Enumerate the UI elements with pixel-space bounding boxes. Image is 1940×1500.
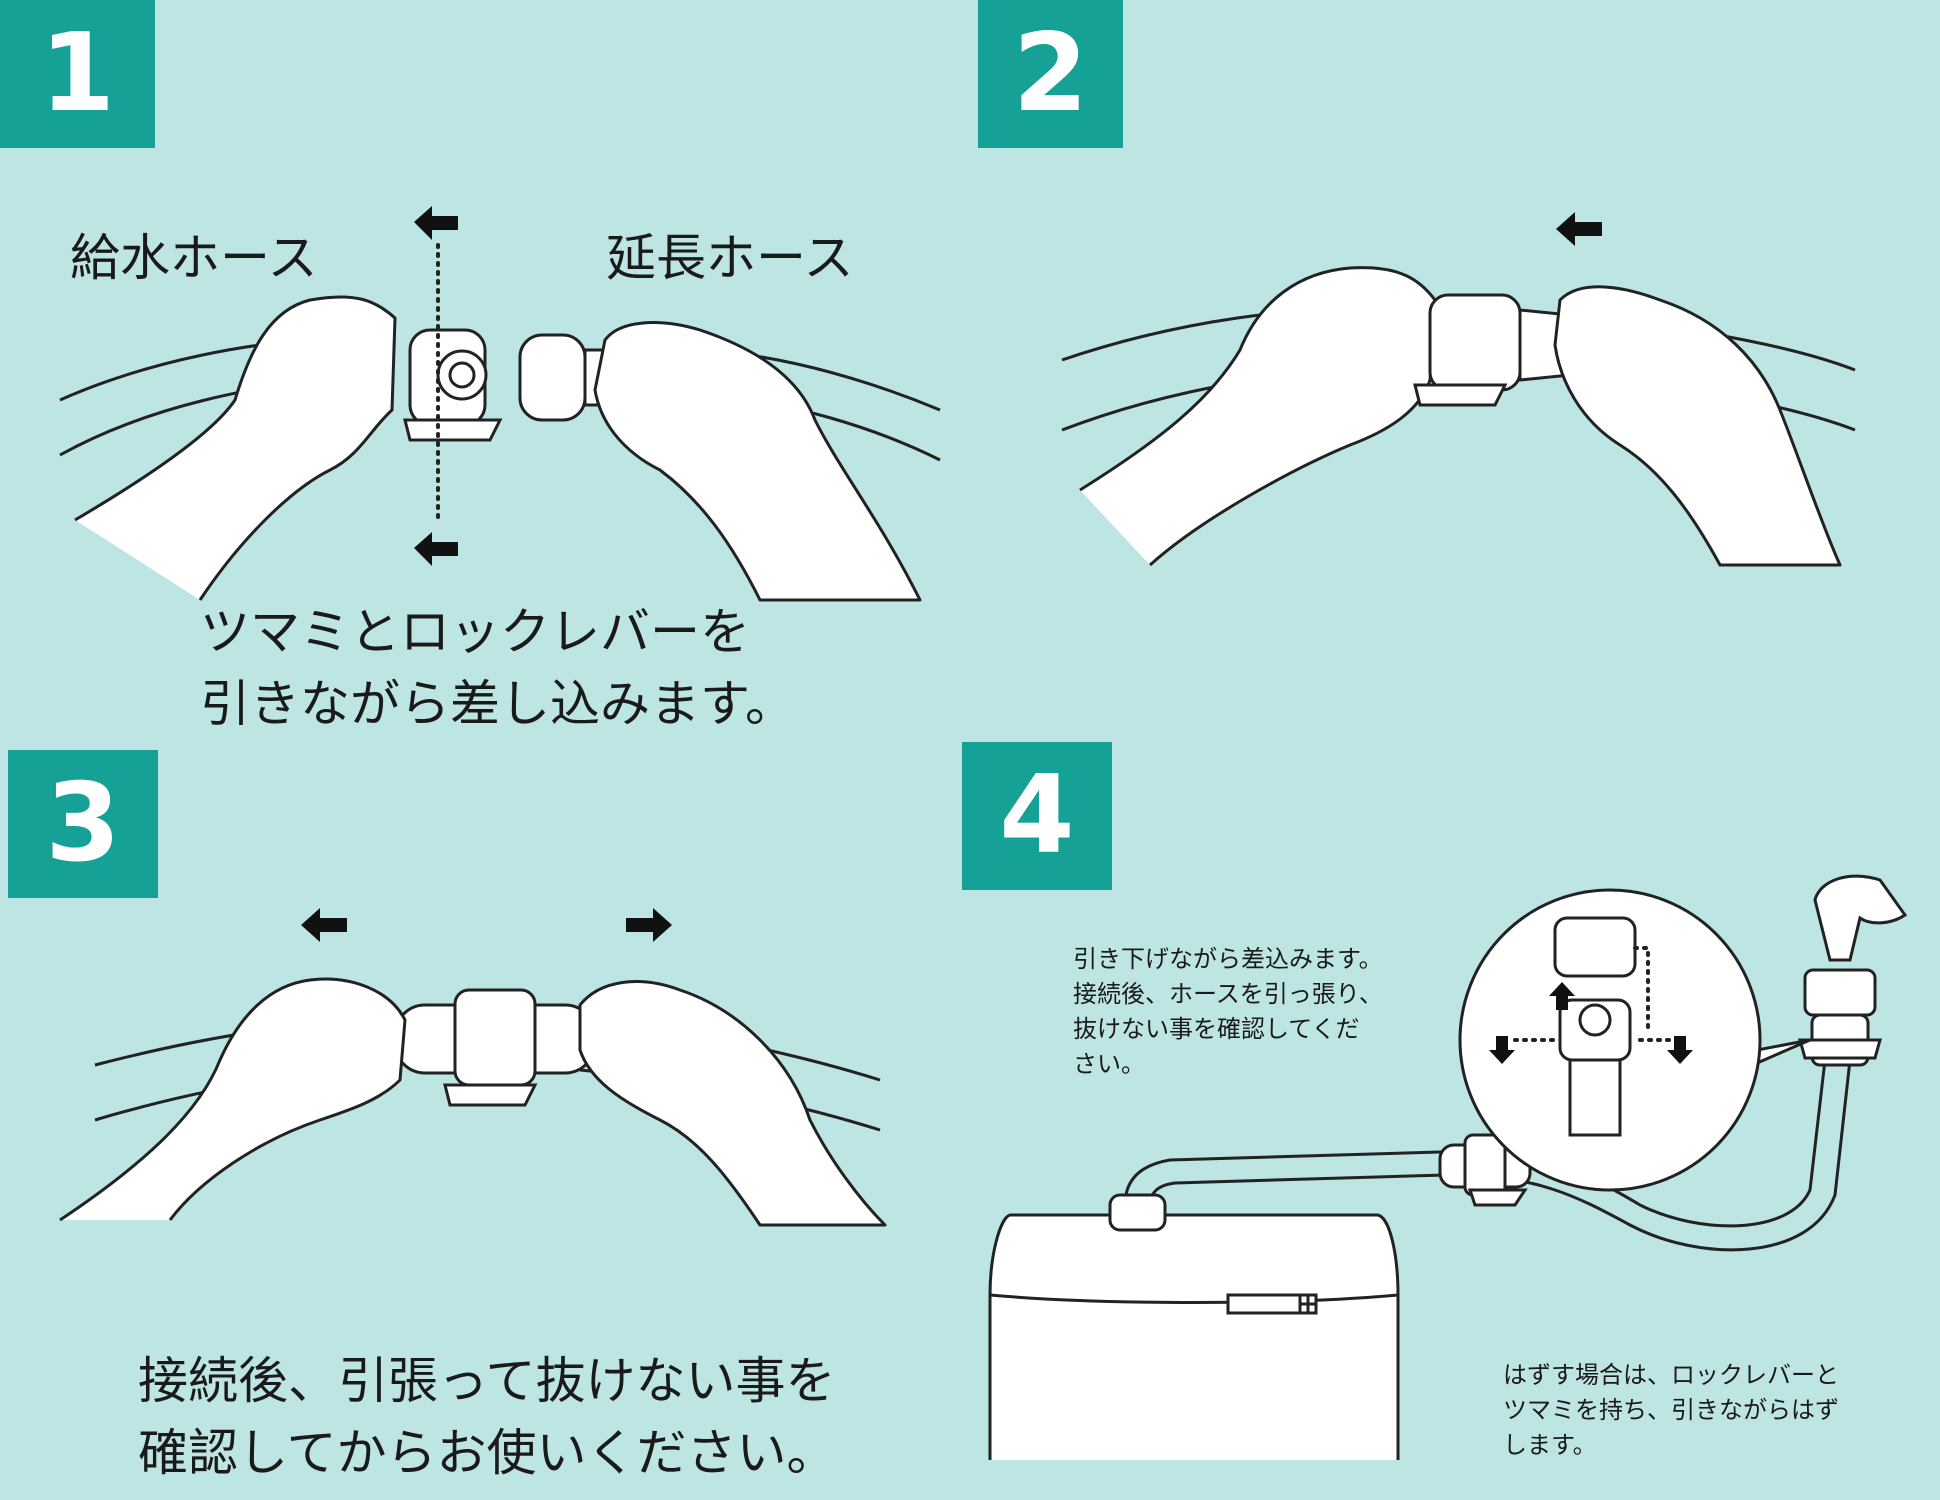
step-3-illustration <box>59 908 887 1227</box>
arrow-up-icon <box>1549 982 1575 1010</box>
arrow-left-icon <box>414 532 458 566</box>
caption-line: 接続後、引張って抜けない事を <box>138 1352 836 1410</box>
step-3-badge: 3 <box>8 750 158 898</box>
note-line: さい。 <box>1073 1050 1145 1078</box>
step-4-note-bottom: はずす場合は、ロックレバーと ツマミを持ち、引きながらはず します。 <box>1503 1358 1839 1463</box>
extension-hose-label: 延長ホース <box>606 229 854 287</box>
step-3-caption: 接続後、引張って抜けない事を 確認してからお使いください。 <box>138 1345 837 1489</box>
note-line: します。 <box>1503 1431 1597 1459</box>
arrow-left-icon <box>414 206 458 240</box>
arrow-right-icon <box>626 908 672 942</box>
caption-line: 引きながら差し込みます。 <box>200 675 795 733</box>
note-line: 引き下げながら差込みます。 <box>1073 945 1383 973</box>
arrow-left-icon <box>301 908 347 942</box>
step-4-note-top: 引き下げながら差込みます。 接続後、ホースを引っ張り、 抜けない事を確認してくだ… <box>1073 942 1383 1082</box>
step-1-illustration <box>59 206 941 602</box>
arrow-left-icon <box>1556 212 1602 246</box>
caption-line: 確認してからお使いください。 <box>138 1424 837 1482</box>
note-line: 抜けない事を確認してくだ <box>1073 1015 1360 1043</box>
step-2-badge: 2 <box>978 0 1123 148</box>
arrow-down-icon <box>1667 1036 1693 1064</box>
water-supply-hose-label: 給水ホース <box>70 229 318 287</box>
note-line: ツマミを持ち、引きながらはず <box>1503 1396 1839 1424</box>
step-4-badge: 4 <box>962 742 1112 890</box>
washing-machine <box>988 1213 1400 1460</box>
step-1-badge: 1 <box>0 0 155 148</box>
note-line: はずす場合は、ロックレバーと <box>1503 1361 1839 1389</box>
step-1-caption: ツマミとロックレバーを 引きながら差し込みます。 <box>200 596 795 740</box>
caption-line: ツマミとロックレバーを <box>200 603 750 661</box>
arrow-down-icon <box>1489 1036 1515 1064</box>
step-2-illustration <box>1061 212 1856 567</box>
note-line: 接続後、ホースを引っ張り、 <box>1073 980 1383 1008</box>
